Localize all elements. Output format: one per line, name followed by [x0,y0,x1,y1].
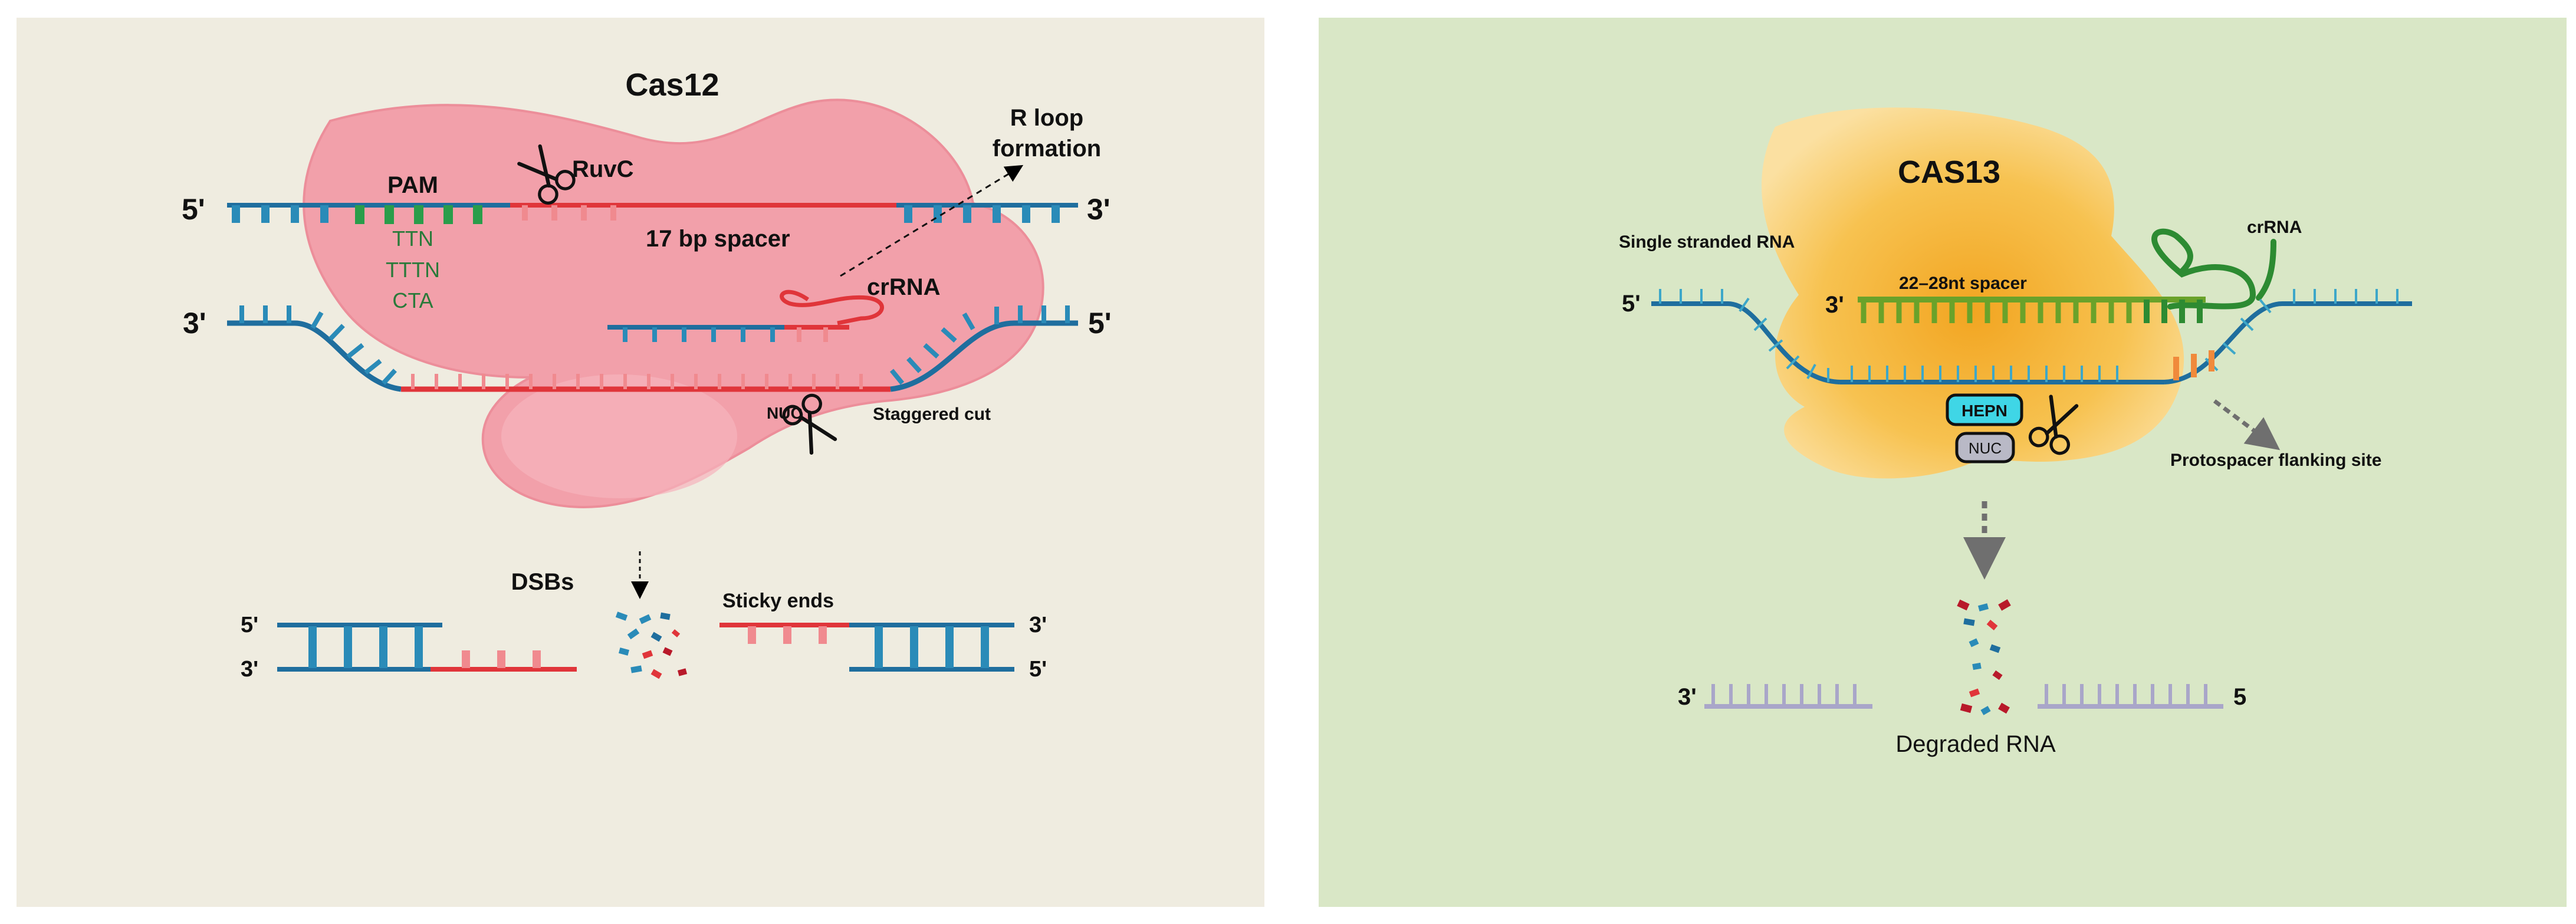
cas13-protein [1762,107,2184,479]
ruvc-label: RuvC [572,156,633,182]
nuc-label: NUC [767,404,803,422]
pam-sequence-3: CTA [392,288,433,313]
bottom-3prime-label: 3' [183,307,206,340]
crrna-label: crRNA [867,274,940,300]
r-loop-label-line2: formation [993,136,1101,162]
pam-sequence-1: TTN [392,226,433,251]
right-frag-3prime: 3' [1029,613,1047,637]
cas13-spacer [1858,297,2206,323]
ssrna-label: Single stranded RNA [1619,232,1795,252]
cas12-protein [303,98,1044,509]
cas13-nuc-label: NUC [1969,439,2002,457]
crrna-hairpin [780,290,884,325]
pam-teeth [355,205,482,224]
degraded-rna-label: Degraded RNA [1895,731,2056,757]
pam-label: PAM [387,172,438,198]
cas12-bottom-strand [227,305,1078,392]
cas12-protein-lobe [501,374,737,498]
nuc-badge [1955,432,2015,463]
bottom-5prime-label: 5' [1088,307,1112,340]
right-frag-5prime: 5' [1029,657,1047,682]
rna-5prime-label: 5' [1622,291,1641,317]
cas12-top-strand [227,203,1078,224]
cas13-cleaved-fragments [1957,599,2011,715]
top-3prime-label: 3' [1087,193,1110,226]
hepn-label: HEPN [1961,402,2007,420]
cas12-guide-strand [607,325,849,342]
r-loop-label-line1: R loop [1010,105,1083,131]
left-frag-5prime: 5' [241,613,258,637]
dsb-left-fragment [277,623,577,672]
pfs-arrow [2213,399,2281,451]
spacer-3prime-label: 3' [1825,292,1844,318]
cas12-title: Cas12 [625,67,719,103]
degraded-rna-right [2038,684,2223,709]
dsb-right-fragment [719,623,1014,672]
pam-sequence-2: TTTN [386,258,440,282]
sticky-ends-label: Sticky ends [722,590,834,612]
degraded-rna-left [1704,684,1872,709]
cas12-cleaved-fragments [615,611,688,679]
spacer-label: 17 bp spacer [646,226,790,252]
cas13-crrna-label: crRNA [2247,218,2302,237]
cas13-title: CAS13 [1898,154,2000,190]
degraded-3prime-label: 3' [1678,684,1697,710]
dsbs-label: DSBs [511,569,574,595]
top-5prime-label: 5' [182,193,205,226]
staggered-cut-label: Staggered cut [873,405,991,424]
cas13-crrna-hairpin [2151,228,2276,310]
r-loop-arrow [840,165,1024,277]
hepn-badge [1946,393,2023,426]
left-frag-3prime: 3' [241,657,258,682]
cas13-spacer-label: 22–28nt spacer [1899,274,2027,293]
cas13-target-rna [1651,289,2412,384]
degraded-5prime-label: 5 [2233,684,2246,710]
pfs-label: Protospacer flanking site [2170,451,2381,470]
